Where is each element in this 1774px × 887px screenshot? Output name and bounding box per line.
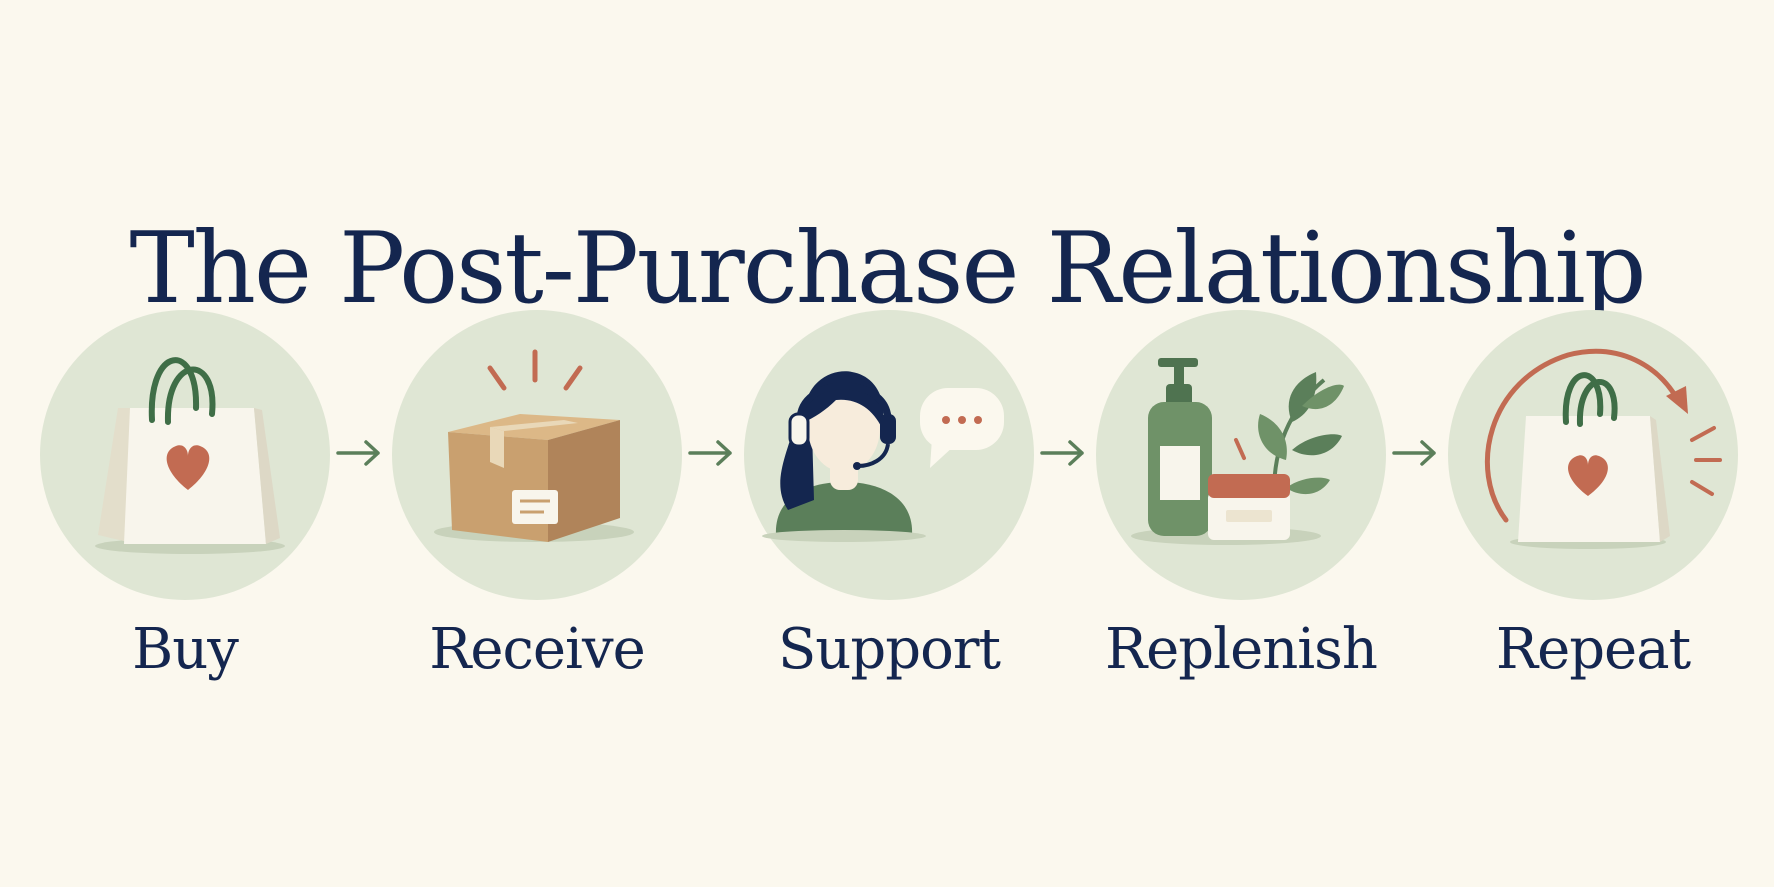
step-label-receive: Receive [429, 617, 646, 682]
repeat-bag-cycle-icon [1484, 348, 1722, 549]
step-buy [40, 310, 330, 600]
arrow-right-icon [336, 440, 380, 466]
step-label-buy: Buy [132, 617, 239, 682]
arrow-right-icon [1392, 440, 1436, 466]
shopping-bag-heart-icon [95, 357, 285, 554]
step-label-support: Support [777, 617, 1001, 682]
step-label-repeat: Repeat [1495, 617, 1691, 682]
step-support [744, 310, 1034, 600]
arrow-right-icon [1040, 440, 1084, 466]
diagram-title: The Post-Purchase Relationship [129, 211, 1646, 326]
step-label-replenish: Replenish [1105, 617, 1378, 682]
step-receive [392, 310, 682, 600]
support-agent-headset-icon [762, 371, 1004, 542]
skincare-products-icon [1131, 358, 1344, 545]
package-box-icon [434, 349, 634, 542]
step-replenish [1096, 310, 1386, 600]
step-repeat [1448, 310, 1738, 600]
arrow-right-icon [688, 440, 732, 466]
